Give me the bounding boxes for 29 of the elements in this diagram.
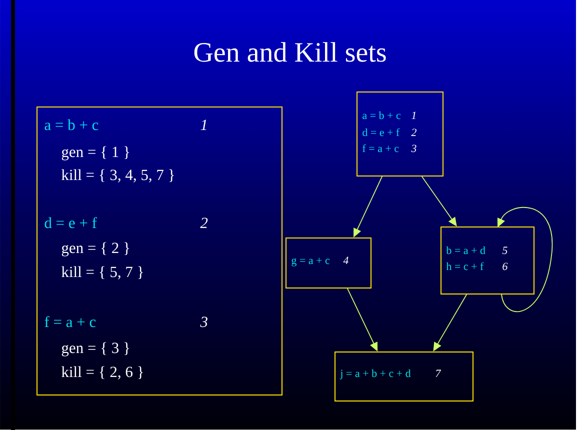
- set-label: kill = { 5, 7 }: [62, 266, 143, 280]
- set-label: gen = { 3 }: [62, 342, 130, 356]
- statement-number: 6: [502, 262, 508, 270]
- statement-number: 7: [436, 370, 442, 377]
- statement: d = e + f: [44, 217, 97, 228]
- set-label: kill = { 3, 4, 5, 7 }: [62, 169, 174, 182]
- statement: b = a + d: [446, 246, 486, 254]
- statement-number: 1: [412, 112, 416, 119]
- statement: j = a + b + c + d: [340, 369, 411, 380]
- statement-number: 5: [502, 246, 508, 254]
- statement: h = c + f: [446, 262, 484, 270]
- statement: a = b + c: [44, 119, 98, 130]
- arrow: [497, 207, 552, 312]
- arrow: [421, 176, 457, 226]
- statement-number: 3: [411, 144, 416, 152]
- statement-number: 2: [200, 218, 208, 228]
- set-label: gen = { 1 }: [62, 146, 130, 160]
- title: Gen and Kill sets: [194, 42, 386, 62]
- statement: a = b + c: [362, 111, 401, 120]
- set-label: gen = { 2 }: [62, 242, 130, 256]
- statement-number: 4: [343, 256, 348, 264]
- statement-number: 1: [200, 120, 206, 130]
- statement: g = a + c: [292, 258, 330, 266]
- statement: d = e + f: [362, 128, 400, 136]
- set-label: kill = { 2, 6 }: [62, 366, 143, 380]
- statement: f = a + c: [362, 144, 399, 152]
- statement-number: 2: [411, 128, 416, 136]
- statement-number: 3: [200, 316, 208, 328]
- statement: f = a + c: [44, 316, 96, 328]
